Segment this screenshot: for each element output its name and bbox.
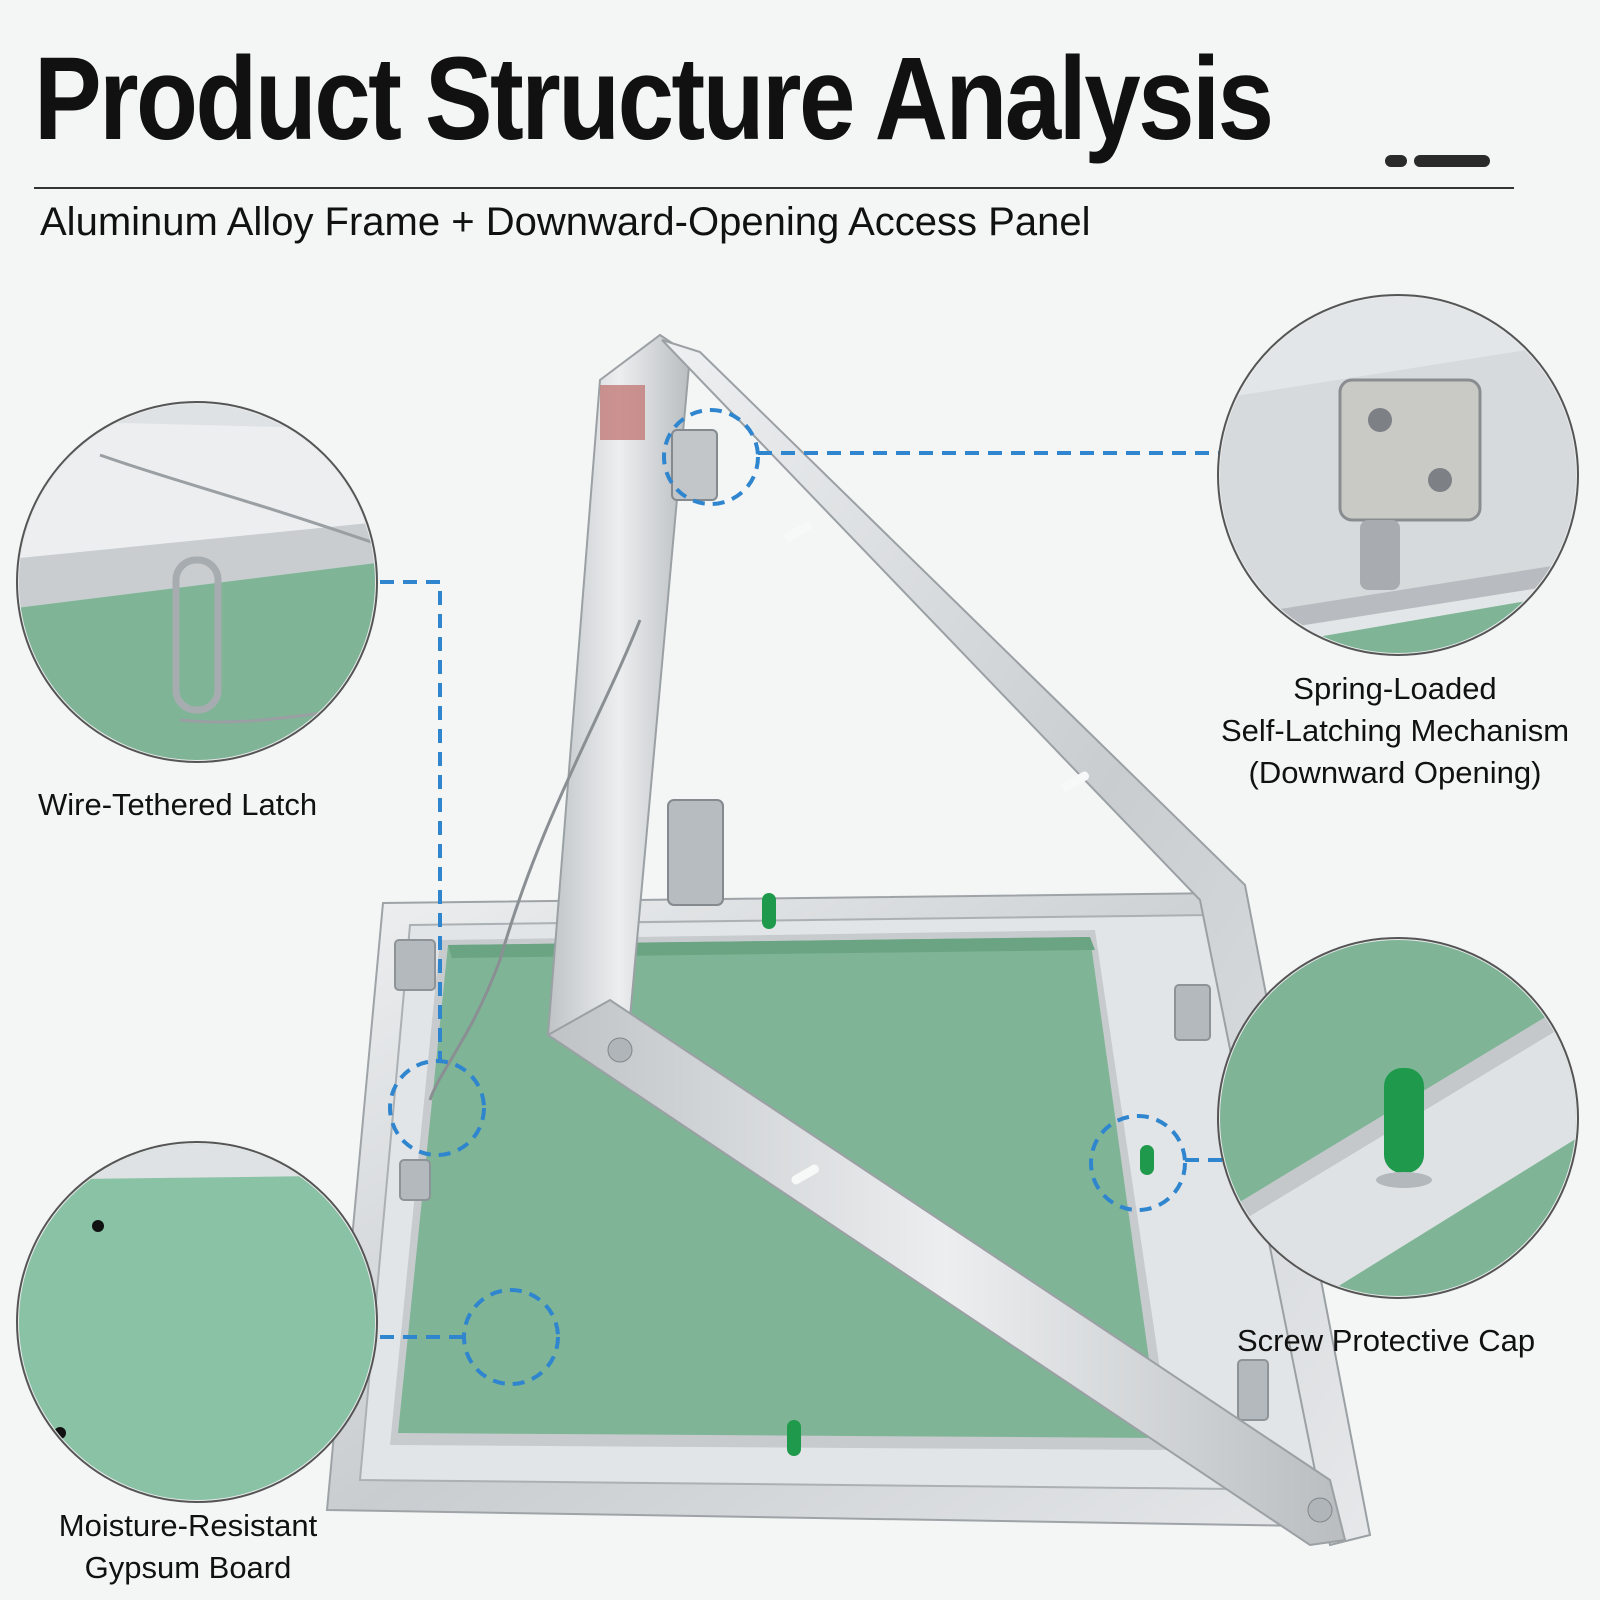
callout-markers bbox=[388, 408, 1187, 1386]
title-underline bbox=[34, 187, 1514, 189]
screw-caps bbox=[762, 893, 1154, 1456]
label-gypsum-line2: Gypsum Board bbox=[84, 1550, 292, 1585]
callout-leaders bbox=[380, 451, 1225, 1339]
label-gypsum-line1: Moisture-Resistant bbox=[58, 1508, 318, 1543]
zoom-spring-latch bbox=[1217, 294, 1579, 656]
label-spring-latch: Spring-Loaded Self-Latching Mechanism (D… bbox=[1200, 668, 1590, 794]
label-wire-tethered-latch: Wire-Tethered Latch bbox=[38, 787, 318, 822]
label-gypsum-board: Moisture-Resistant Gypsum Board bbox=[38, 1505, 338, 1589]
tether-wire bbox=[428, 619, 642, 1101]
label-screw-cap: Screw Protective Cap bbox=[1237, 1323, 1536, 1358]
title-decoration-dot bbox=[1385, 155, 1407, 167]
title-decoration-dash bbox=[1414, 155, 1490, 167]
zoom-wire-latch bbox=[16, 401, 378, 763]
zoom-screw-cap bbox=[1217, 937, 1579, 1299]
hinge-hardware bbox=[394, 939, 1269, 1421]
zoom-gypsum-board bbox=[16, 1141, 378, 1503]
page-title: Product Structure Analysis bbox=[34, 33, 1274, 165]
label-spring-latch-line1: Spring-Loaded bbox=[1293, 671, 1497, 706]
label-spring-latch-line2: Self-Latching Mechanism bbox=[1220, 713, 1570, 748]
label-spring-latch-line3: (Downward Opening) bbox=[1248, 755, 1542, 790]
subtitle: Aluminum Alloy Frame + Downward-Opening … bbox=[40, 200, 1091, 244]
door-frame-open bbox=[546, 333, 1372, 1547]
